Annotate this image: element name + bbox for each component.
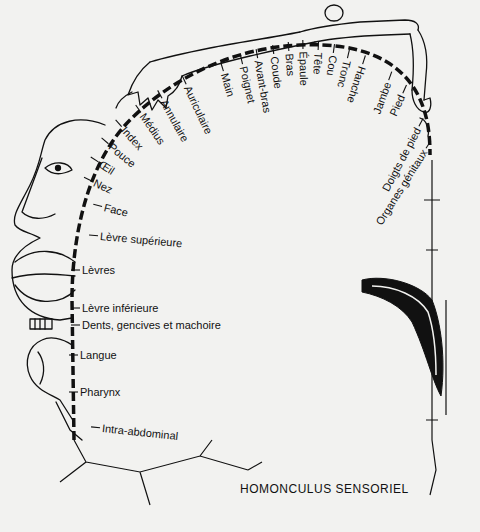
teeth-lines [35,319,45,329]
leader-line [363,56,366,65]
brainstem-lines [60,440,262,505]
leg-outline [410,30,427,100]
leader-line [89,234,98,236]
nose-outline [22,158,55,218]
leader-line [91,426,100,428]
body-part-label: Pied [387,92,408,117]
leader-line [102,138,109,144]
trunk-outline [300,20,418,32]
leader-line [288,42,290,51]
body-part-label: Œil [96,158,116,178]
body-part-label: Lèvre supérieure [99,230,182,250]
head-small [325,5,343,21]
ventricle-highlight [372,286,436,375]
brainstem-small [430,440,436,495]
eye-pupil [56,166,61,171]
leader-line [91,157,99,162]
body-part-label: Lèvres [82,264,115,277]
body-part-label: Bras [283,53,298,76]
leader-line [403,85,407,93]
sensory-strip-dashed [72,45,430,440]
leader-line [426,141,431,149]
body-part-label: Dents, gencives et machoire [82,319,221,332]
body-part-label: Main [218,71,237,98]
leader-lines [69,40,431,428]
mouth-line [12,274,75,278]
ventricle-shape [362,278,443,396]
leader-line [389,72,392,80]
caption-text: HOMONCULUS SENSORIEL [240,482,409,496]
homunculus-drawing [12,5,431,440]
teeth-block [30,319,52,329]
body-part-label: Tête [310,52,324,75]
thumb-outline [116,92,132,108]
leader-line [333,44,334,53]
tongue-outline [27,338,74,422]
leader-line [318,41,320,50]
body-part-label: Face [102,201,129,220]
leader-line [158,90,162,98]
body-part-label: Pharynx [80,386,120,399]
leader-line [71,307,80,308]
leader-line [419,118,423,126]
leader-line [256,49,258,58]
body-part-label: Nez [91,176,114,196]
leader-line [84,177,92,181]
body-part-label: Intra-abdominal [101,422,178,443]
pharynx-outline [56,402,82,440]
leader-line [136,105,141,112]
leader-line [71,324,80,325]
body-part-label: Coude [268,55,285,89]
secondary-line [445,300,446,415]
body-part-label: Lèvre inférieure [82,302,158,315]
leader-line [347,49,349,58]
leader-line [71,269,80,270]
hand-outline [128,62,182,110]
head-outline [12,120,105,320]
body-part-label: Épaule [297,51,311,85]
tongue-detail [38,352,44,384]
leader-line [273,45,274,54]
leader-line [93,204,102,206]
leader-line [69,354,78,355]
leader-line [221,62,224,71]
upper-lip [15,251,75,262]
body-part-label: Cou [324,54,340,76]
trunk-lower-outline [315,34,410,42]
leader-line [69,391,78,392]
leader-line [182,76,186,84]
body-part-label: Langue [80,349,117,362]
eye-outline [45,163,72,174]
lower-lip [15,285,75,301]
leader-line [241,55,243,64]
leader-line [302,40,303,49]
leader-line [116,120,122,127]
